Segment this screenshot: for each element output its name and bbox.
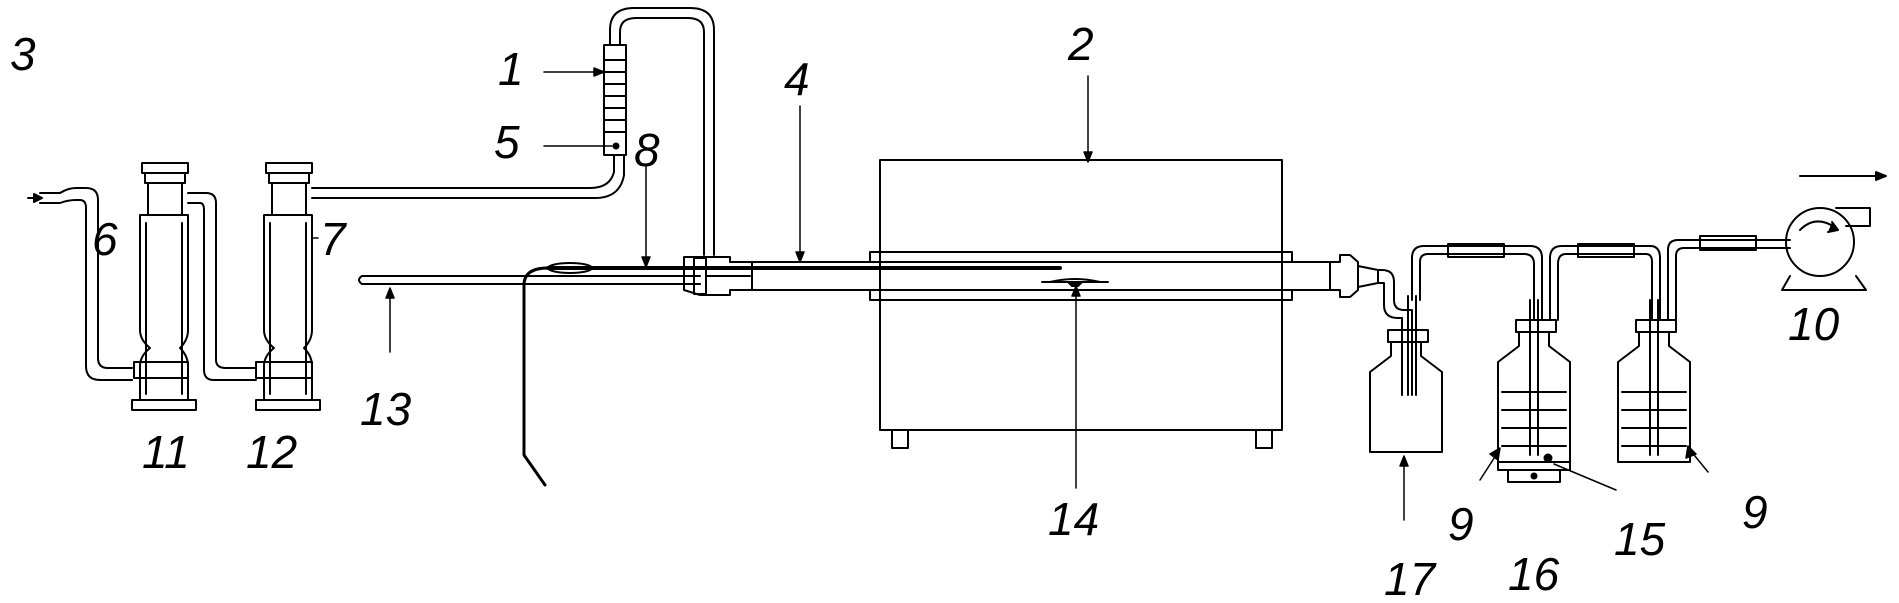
inlet-tube <box>27 187 133 381</box>
label-9a: 9 <box>1448 498 1474 550</box>
furnace <box>869 159 1293 449</box>
bottle-11 <box>131 162 197 411</box>
label-16: 16 <box>1508 548 1560 600</box>
label-7: 7 <box>320 213 347 265</box>
label-6: 6 <box>92 213 118 265</box>
label-13: 13 <box>360 383 412 435</box>
label-2: 2 <box>1067 18 1094 70</box>
label-11: 11 <box>142 426 190 478</box>
label-4: 4 <box>784 53 810 105</box>
label-8: 8 <box>634 124 660 176</box>
label-1: 1 <box>498 43 524 95</box>
tube-9a-9b <box>1549 243 1661 321</box>
tube-to-pump <box>1667 235 1791 321</box>
tube-inlet-fitting <box>683 256 753 296</box>
leader-lines <box>311 67 1709 521</box>
bottle-12 <box>255 162 321 411</box>
bottle-9a <box>1497 299 1571 483</box>
tube-11-12 <box>187 192 257 381</box>
tube-outlet-fitting <box>1329 254 1379 298</box>
tube-to-flowmeter <box>311 154 625 199</box>
bottle-17 <box>1369 295 1443 453</box>
label-3: 3 <box>10 28 36 80</box>
label-14: 14 <box>1048 493 1099 545</box>
label-15: 15 <box>1614 513 1666 565</box>
label-12: 12 <box>246 426 297 478</box>
push-rod <box>358 275 701 285</box>
bottle-9b <box>1617 299 1691 463</box>
label-5: 5 <box>494 116 520 168</box>
label-9b: 9 <box>1742 486 1768 538</box>
labels: 1 2 3 4 5 6 7 8 9 9 10 11 12 13 14 15 16… <box>10 18 1840 603</box>
flowmeter <box>603 44 627 156</box>
label-10: 10 <box>1788 298 1840 350</box>
tube-to-bottle-17 <box>1377 269 1413 396</box>
loop-tube <box>609 7 715 256</box>
thermocouple <box>522 262 1062 487</box>
vacuum-pump <box>1781 171 1887 291</box>
tube-17-9a <box>1411 243 1543 321</box>
label-17: 17 <box>1384 553 1437 603</box>
